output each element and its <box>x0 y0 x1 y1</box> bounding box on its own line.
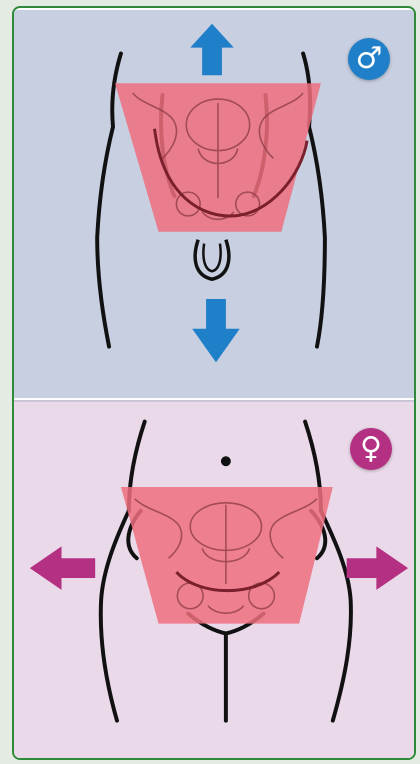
diagram-frame: ♂ <box>12 6 416 760</box>
male-panel: ♂ <box>14 8 414 400</box>
female-symbol-icon: ♀ <box>350 428 392 470</box>
male-symbol-icon: ♂ <box>348 38 390 80</box>
navel-dot <box>221 456 231 466</box>
female-panel: ♀ <box>14 400 414 760</box>
